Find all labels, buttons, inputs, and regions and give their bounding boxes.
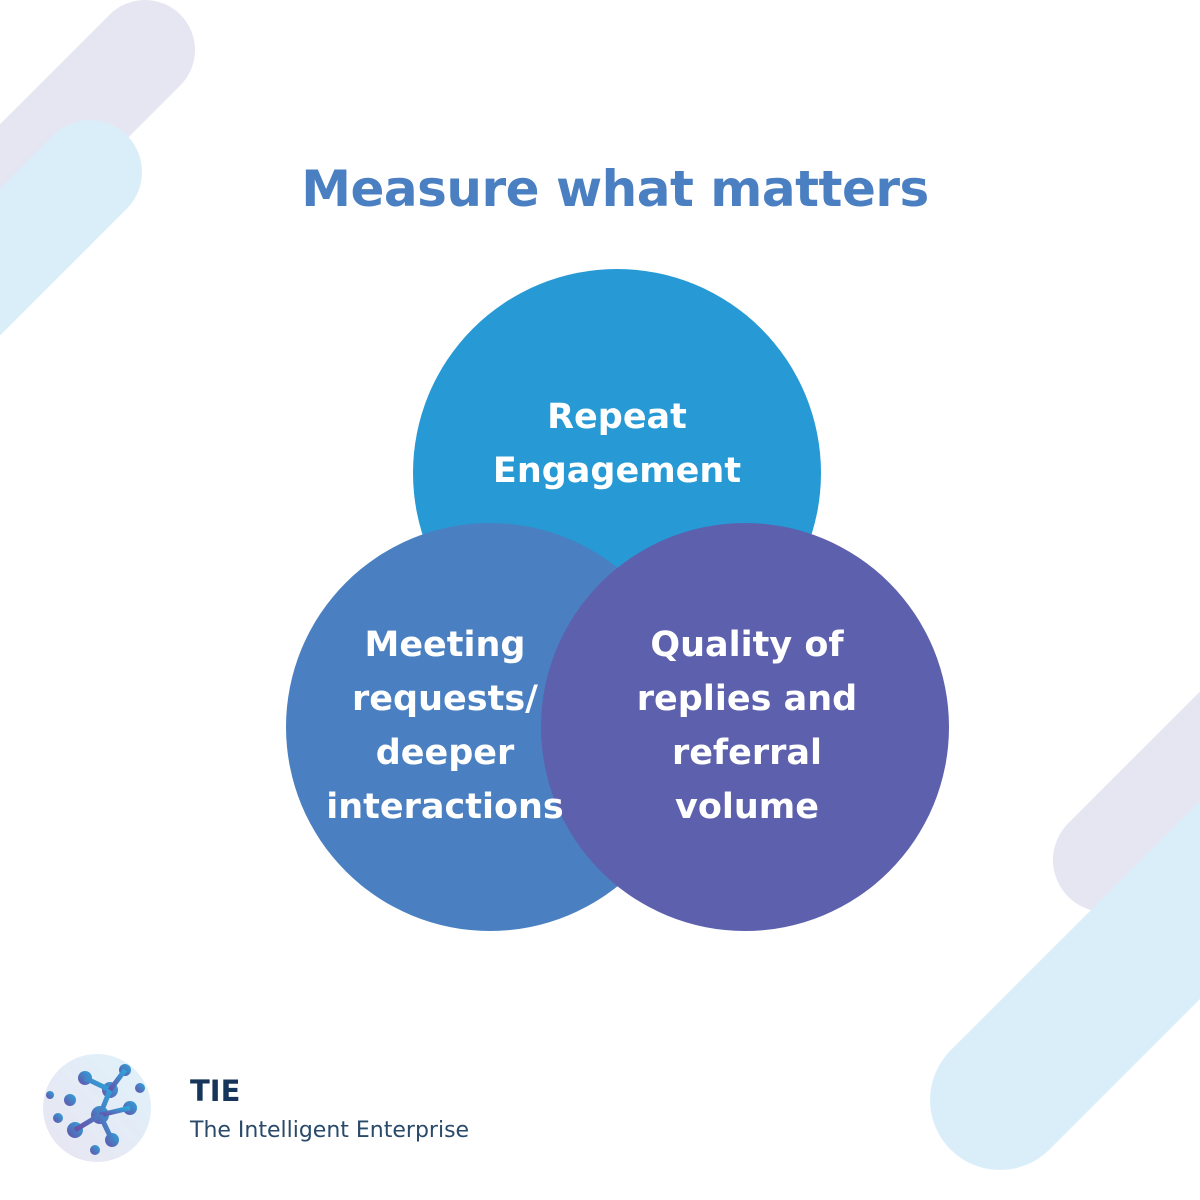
decor-pill-blue-bottom (930, 801, 1200, 1170)
label-line: interactions (326, 787, 564, 827)
label-line: Meeting (364, 625, 526, 665)
brand-block: TIE The Intelligent Enterprise (190, 1074, 469, 1143)
label-repeat-engagement: Repeat Engagement (467, 390, 767, 498)
label-line: requests/ (352, 679, 538, 719)
label-line: deeper (375, 733, 515, 773)
venn-circle-quality-replies (541, 523, 949, 931)
label-line: volume (675, 787, 819, 827)
label-line: Quality of (650, 625, 844, 665)
label-line: Repeat (547, 397, 687, 437)
label-line: referral (671, 733, 823, 773)
brand-tagline: The Intelligent Enterprise (190, 1118, 470, 1143)
label-line: replies and (636, 679, 858, 719)
label-quality-replies: Quality of replies and referral volume (597, 618, 897, 834)
tie-logo-globe-icon (43, 1054, 151, 1162)
page-title: Measure what matters (301, 160, 929, 218)
brand-name: TIE (190, 1074, 241, 1108)
decor-pill-lavender-bottom (1053, 691, 1200, 912)
decor-pill-lavender-top (0, 0, 195, 266)
label-meeting-requests: Meeting requests/ deeper interactions (295, 618, 595, 834)
decor-pill-blue-top (0, 120, 142, 336)
label-line: Engagement (492, 451, 742, 491)
